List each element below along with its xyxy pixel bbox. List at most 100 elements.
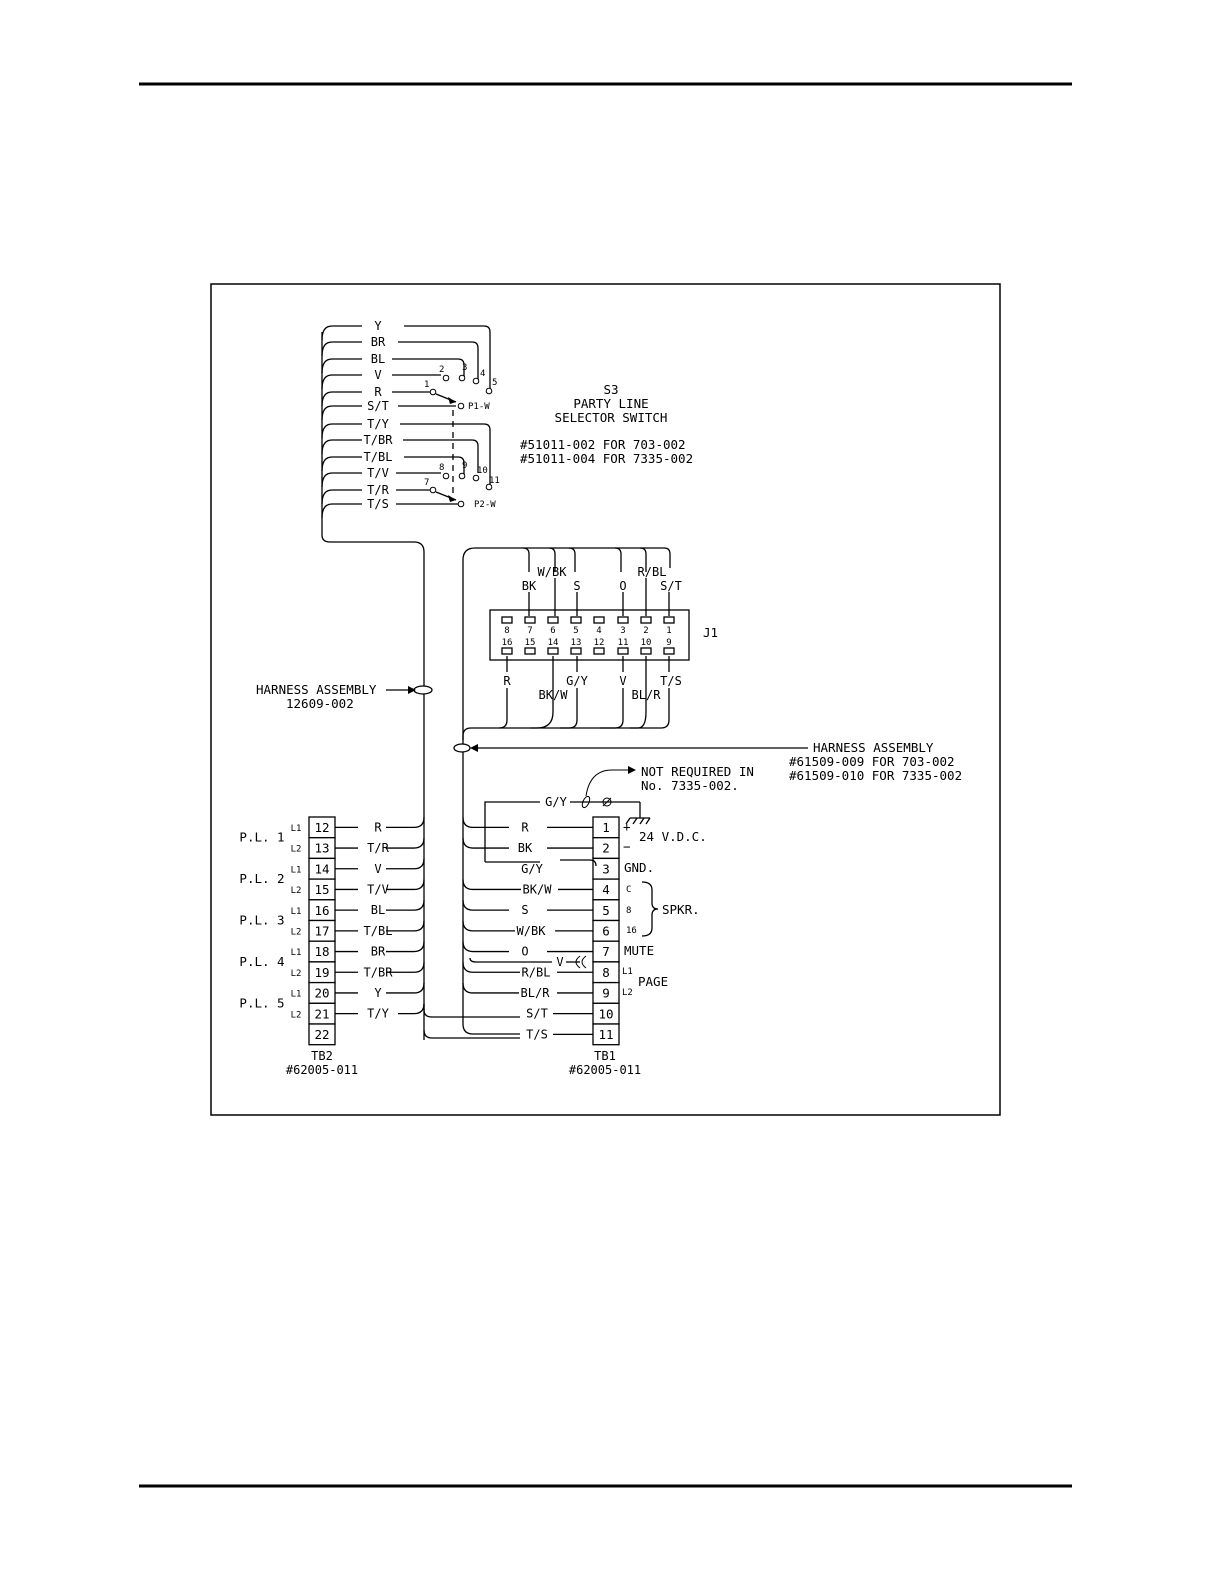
tb2-wire-to-bundle <box>386 982 425 994</box>
j1-bottom-pin <box>640 647 652 655</box>
tb1-wire-from-bundle <box>462 817 509 828</box>
tb1-terminal-number: 6 <box>602 924 610 939</box>
s3-wire-label: BR <box>371 335 386 349</box>
s3-wire-label: S/T <box>367 399 389 413</box>
s3-wire-label: Y <box>374 319 382 333</box>
j1-top-pin-number: 1 <box>666 626 671 636</box>
tb2-terminal-number: 12 <box>314 820 329 835</box>
j1-bottom-wire-gy: G/Y <box>566 674 588 688</box>
j1-bottom-pin-number: 16 <box>502 638 513 648</box>
tb1-terminal-number: 8 <box>602 965 610 980</box>
tb1-plus: + <box>623 819 631 834</box>
harness-61509-bundle <box>453 727 808 1035</box>
tb1-terminal-number: 1 <box>602 820 610 835</box>
tb2-party-line-label: P.L. 3 <box>239 913 284 928</box>
j1-top-pin <box>547 616 559 624</box>
j1-bottom-wire-ts: T/S <box>660 674 682 688</box>
note-line-1: NOT REQUIRED IN <box>641 764 754 779</box>
j1-bottom-pin <box>524 647 536 655</box>
tb2-wire-to-bundle <box>386 941 425 953</box>
tb2-wire-to-bundle <box>386 838 425 849</box>
tb2-terminal-number: 14 <box>314 861 329 876</box>
s3-contact-4: 4 <box>480 369 485 379</box>
s3-wire-label: T/BR <box>364 433 394 447</box>
note-line-2: No. 7335-002. <box>641 778 739 793</box>
tb1-wire-label: O <box>521 945 528 959</box>
tb2-terminal-number: 20 <box>314 986 329 1001</box>
tb2-terminal-number: 21 <box>314 1006 329 1021</box>
tb1-wire-label: R/BL <box>522 965 551 979</box>
tb2-line-mark: L1 <box>291 865 302 875</box>
tb2-wire-label: T/BR <box>364 965 394 979</box>
s3-p2-label: P2-W <box>474 500 496 510</box>
tb1-wire-from-bundle <box>462 838 509 849</box>
harness2-line-2: #61509-009 FOR 703-002 <box>789 754 955 769</box>
j1-top-wire-st: S/T <box>660 579 682 593</box>
tb2-wire-label: T/Y <box>367 1007 389 1021</box>
tb2-party-line-label: P.L. 5 <box>239 995 284 1010</box>
j1-top-pin <box>501 616 513 624</box>
harness-12609-bundle <box>321 332 433 1040</box>
tb1-wire-label: G/Y <box>521 862 543 876</box>
tb2-line-mark: L1 <box>291 990 302 1000</box>
j1-bottom-pin <box>593 647 605 655</box>
tb1-st-run <box>423 1004 520 1018</box>
j1-top-pin-number: 3 <box>620 626 625 636</box>
harness2-line-1: HARNESS ASSEMBLY <box>813 740 934 755</box>
tb2-wire-label: BL <box>371 903 385 917</box>
s3-wire-line <box>321 472 362 488</box>
tb2-line-mark: L2 <box>291 1010 302 1020</box>
j1-top-pin <box>570 616 582 624</box>
s3-part-line-1: #51011-002 FOR 703-002 <box>520 437 686 452</box>
j1-top-pin <box>524 616 536 624</box>
s3-wire-label: T/S <box>367 497 389 511</box>
s3-contact-8: 8 <box>439 463 444 473</box>
tb1-vdc: 24 V.D.C. <box>639 829 707 844</box>
tb2-line-mark: L2 <box>291 845 302 855</box>
tb2-wire-label: Y <box>374 986 382 1000</box>
s3-p1-label: P1-W <box>468 402 490 412</box>
j1-top-pin-number: 6 <box>550 626 555 636</box>
tb2-wire-to-bundle <box>398 1003 425 1015</box>
s3-part-line-2: #51011-004 FOR 7335-002 <box>520 451 693 466</box>
tb2-wire-label: T/V <box>367 882 389 896</box>
tb1-mute: MUTE <box>624 943 654 958</box>
tb2-terminal-number: 22 <box>314 1027 329 1042</box>
tb2-wire-to-bundle <box>386 858 425 870</box>
j1-top-wire-o: O <box>619 579 626 593</box>
tb2-line-mark: L2 <box>291 969 302 979</box>
tb1-terminal-number: 9 <box>602 986 610 1001</box>
tb1-spkr-tap-16: 16 <box>626 926 637 936</box>
s3-contact-1: 1 <box>424 380 429 390</box>
tb2-wire-to-bundle <box>386 900 425 911</box>
tb1-label: TB1 <box>594 1049 616 1063</box>
s3-title-line-3: SELECTOR SWITCH <box>555 410 668 425</box>
s3-wire-line <box>321 325 362 341</box>
s3-title-line-1: S3 <box>603 382 618 397</box>
s3-wire-label: R <box>374 385 382 399</box>
j1-bottom-pin <box>617 647 629 655</box>
tb1-wire-from-bundle <box>462 900 509 911</box>
tb1-terminal-number: 2 <box>602 841 610 856</box>
s3-contact-2: 2 <box>439 365 444 375</box>
tb1-wire-label: S/T <box>526 1007 548 1021</box>
tb2-wire-label: T/R <box>367 841 389 855</box>
j1-bottom-pin-number: 11 <box>618 638 629 648</box>
tb2-party-line-label: P.L. 2 <box>239 871 284 886</box>
j1-top-wire-bk: BK <box>522 579 537 593</box>
j1-bottom-pin <box>501 647 513 655</box>
s3-wire-label: BL <box>371 352 385 366</box>
j1-top-pin <box>640 616 652 624</box>
harness2-line-3: #61509-010 FOR 7335-002 <box>789 768 962 783</box>
s3-wire-label: T/BL <box>364 450 393 464</box>
tb1-wire-from-bundle <box>462 920 515 932</box>
terminal-block-tb1: 1R2BK3G/Y4BK/W5S6W/BK7O8R/BL9BL/R10S/T11… <box>423 764 754 1077</box>
tb1-terminal-number: 11 <box>598 1027 613 1042</box>
tb1-wire-label: R <box>521 820 529 834</box>
j1-bottom-pin-number: 15 <box>525 638 536 648</box>
tb2-line-mark: L2 <box>291 886 302 896</box>
tb2-terminal-number: 15 <box>314 882 329 897</box>
